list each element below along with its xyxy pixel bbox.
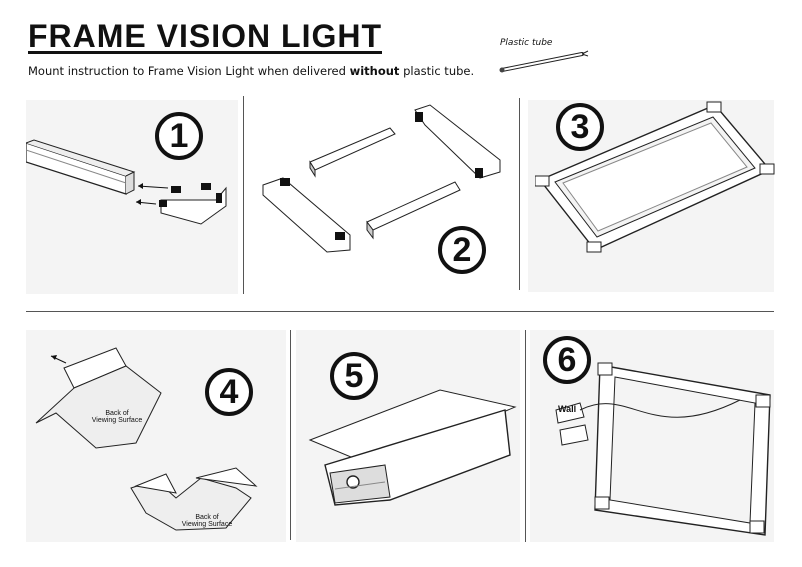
divider: [519, 98, 520, 290]
step-1-illustration: [26, 139, 227, 225]
step-number: 4: [205, 368, 253, 416]
step-4-label-line: Back of: [195, 514, 219, 521]
step-number: 3: [556, 103, 604, 151]
plastic-tube-illustration: [499, 50, 589, 73]
divider: [290, 330, 291, 540]
step-4-label-line: Back of: [105, 410, 129, 417]
plastic-tube-label: Plastic tube: [500, 38, 553, 48]
step-number: 2: [438, 226, 486, 274]
divider: [26, 311, 774, 312]
step-2-illustration: [262, 104, 501, 253]
step-4-label: Back of Viewing Surface: [172, 514, 242, 528]
step-4-illustration: [35, 347, 258, 531]
step-5-illustration: [308, 389, 517, 506]
divider: [525, 330, 526, 542]
step-4-label-line: Viewing Surface: [181, 521, 233, 528]
subtitle-text: Mount instruction to Frame Vision Light …: [28, 64, 350, 78]
divider: [243, 96, 244, 294]
step-4-label: Back of Viewing Surface: [82, 410, 152, 424]
step-3-illustration: [535, 101, 775, 253]
step-6-illustration: [555, 362, 771, 536]
wall-label: Wall: [558, 404, 577, 414]
step-4-label-line: Viewing Surface: [91, 417, 143, 424]
step-number: 6: [543, 336, 591, 384]
subtitle-text-end: plastic tube.: [399, 64, 475, 78]
subtitle-emphasis: without: [349, 64, 400, 78]
step-number: 5: [330, 352, 378, 400]
page-title: FRAME VISION LIGHT: [28, 18, 382, 54]
subtitle: Mount instruction to Frame Vision Light …: [28, 64, 474, 78]
step-number: 1: [155, 112, 203, 160]
